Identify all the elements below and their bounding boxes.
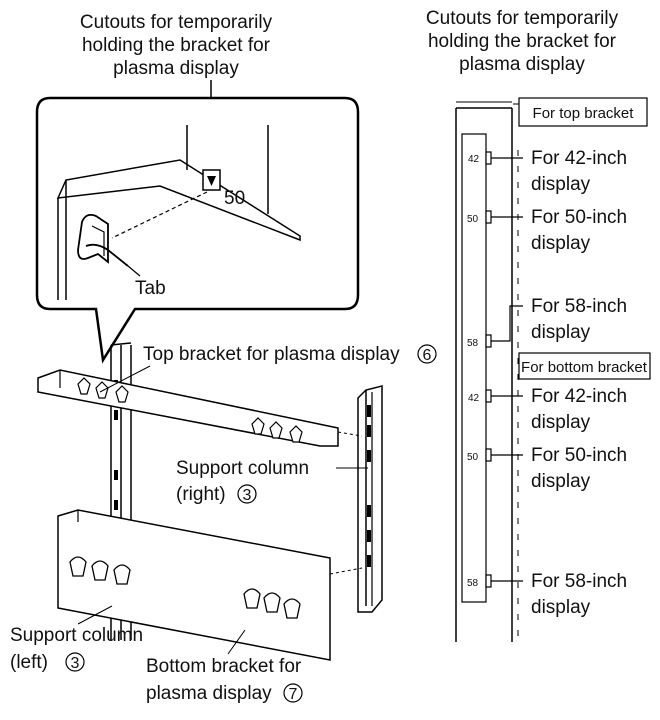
support-left-line-1: Support column bbox=[10, 625, 143, 646]
entry-bottom-42: 42 For 42-inch display bbox=[468, 386, 627, 433]
top-bracket bbox=[37, 369, 363, 447]
entry-label-line-1: For 50-inch bbox=[531, 445, 627, 466]
support-column-right bbox=[357, 385, 383, 613]
right-title-line-3: plasma display bbox=[459, 54, 585, 75]
entry-label-line-1: For 58-inch bbox=[531, 296, 627, 317]
support-left-num: 3 bbox=[71, 655, 80, 672]
support-right-line-1: Support column bbox=[176, 458, 309, 479]
tick-label: 50 bbox=[467, 452, 479, 463]
entry-top-58: 58 For 58-inch display bbox=[467, 296, 627, 349]
column-elevation bbox=[455, 101, 519, 642]
tick-label: 42 bbox=[468, 154, 480, 165]
top-section-box bbox=[518, 97, 648, 127]
bottom-bracket-line-1: Bottom bracket for bbox=[146, 656, 302, 677]
entry-label-line-2: display bbox=[531, 322, 591, 343]
bottom-bracket bbox=[57, 509, 363, 661]
entry-label-line-2: display bbox=[531, 174, 591, 195]
top-bracket-num: 6 bbox=[423, 347, 432, 364]
entry-bottom-58: 58 For 58-inch display bbox=[467, 571, 627, 618]
entry-label-line-2: display bbox=[531, 412, 591, 433]
tab-label: Tab bbox=[135, 278, 166, 299]
support-right-line-2: (right) bbox=[176, 484, 226, 505]
tick-label: 50 bbox=[467, 214, 479, 225]
bottom-bracket-num: 7 bbox=[289, 686, 298, 703]
support-left-line-2: (left) bbox=[10, 652, 48, 673]
tick-label: 58 bbox=[467, 338, 479, 349]
bottom-bracket-line-2: plasma display bbox=[146, 683, 272, 704]
right-callout-title: Cutouts for temporarily holding the brac… bbox=[426, 8, 619, 75]
entry-label-line-1: For 42-inch bbox=[531, 148, 627, 169]
right-title-line-2: holding the bracket for bbox=[428, 31, 617, 52]
bottom-section-box bbox=[518, 352, 651, 380]
cutout-strip bbox=[461, 133, 487, 603]
entry-label-line-1: For 58-inch bbox=[531, 571, 627, 592]
detail-balloon: 50 Tab bbox=[35, 96, 360, 364]
left-title-line-1: Cutouts for temporarily bbox=[80, 12, 273, 33]
top-bracket-label: Top bracket for plasma display bbox=[143, 344, 400, 365]
left-title-line-2: holding the bracket for bbox=[82, 35, 271, 56]
tick-label: 42 bbox=[468, 393, 480, 404]
top-section-label: For top bracket bbox=[533, 105, 635, 122]
entry-label-line-2: display bbox=[531, 471, 591, 492]
entry-top-50: 50 For 50-inch display bbox=[467, 207, 627, 254]
support-right-num: 3 bbox=[243, 487, 252, 504]
entry-label-line-1: For 50-inch bbox=[531, 207, 627, 228]
entry-label-line-2: display bbox=[531, 597, 591, 618]
entry-label-line-1: For 42-inch bbox=[531, 386, 627, 407]
tab-hook bbox=[77, 213, 109, 264]
left-callout-title: Cutouts for temporarily holding the brac… bbox=[80, 12, 273, 79]
tick-label: 58 bbox=[467, 578, 479, 589]
detail-number: 50 bbox=[224, 188, 245, 209]
bottom-section-label: For bottom bracket bbox=[521, 359, 648, 376]
left-title-line-3: plasma display bbox=[113, 58, 239, 79]
entry-top-42: 42 For 42-inch display bbox=[468, 148, 627, 195]
entry-label-line-2: display bbox=[531, 233, 591, 254]
right-title-line-1: Cutouts for temporarily bbox=[426, 8, 619, 29]
entry-bottom-50: 50 For 50-inch display bbox=[467, 445, 627, 492]
